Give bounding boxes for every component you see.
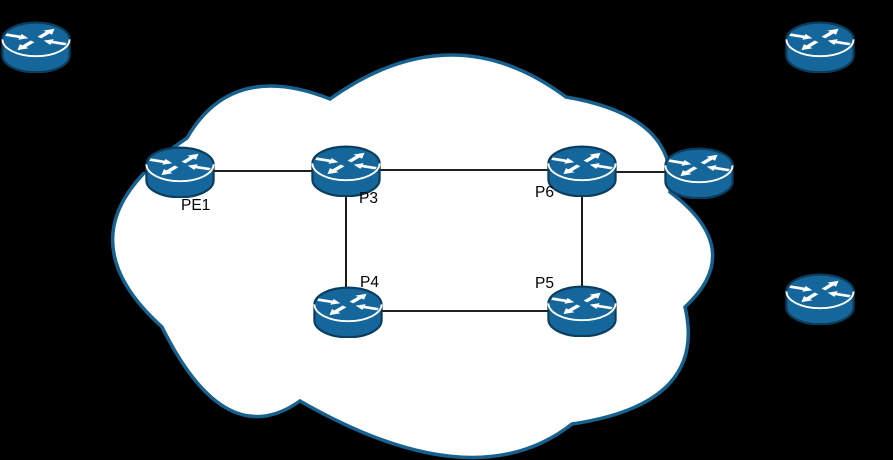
router-icon-p5 bbox=[547, 285, 617, 337]
router-icon-cloud-edge-right bbox=[664, 147, 734, 199]
router-icon-pe1 bbox=[145, 146, 215, 198]
labels-layer: PE1 P3 P6 P4 P5 bbox=[181, 184, 554, 292]
node-label-p6: P6 bbox=[535, 184, 554, 201]
node-label-pe1: PE1 bbox=[181, 197, 210, 214]
node-label-p3: P3 bbox=[359, 190, 378, 207]
node-label-p4: P4 bbox=[360, 274, 379, 291]
router-icon-outside-right bbox=[785, 273, 855, 325]
router-icon-outside-top-left bbox=[1, 21, 71, 73]
router-icon-p3 bbox=[311, 145, 381, 197]
link-outside-top-left-pe1 bbox=[35, 70, 180, 172]
node-label-p5: P5 bbox=[535, 275, 554, 292]
router-icon-outside-top-right bbox=[785, 21, 855, 73]
router-icon-p6 bbox=[547, 145, 617, 197]
router-icon-p4 bbox=[313, 286, 383, 338]
